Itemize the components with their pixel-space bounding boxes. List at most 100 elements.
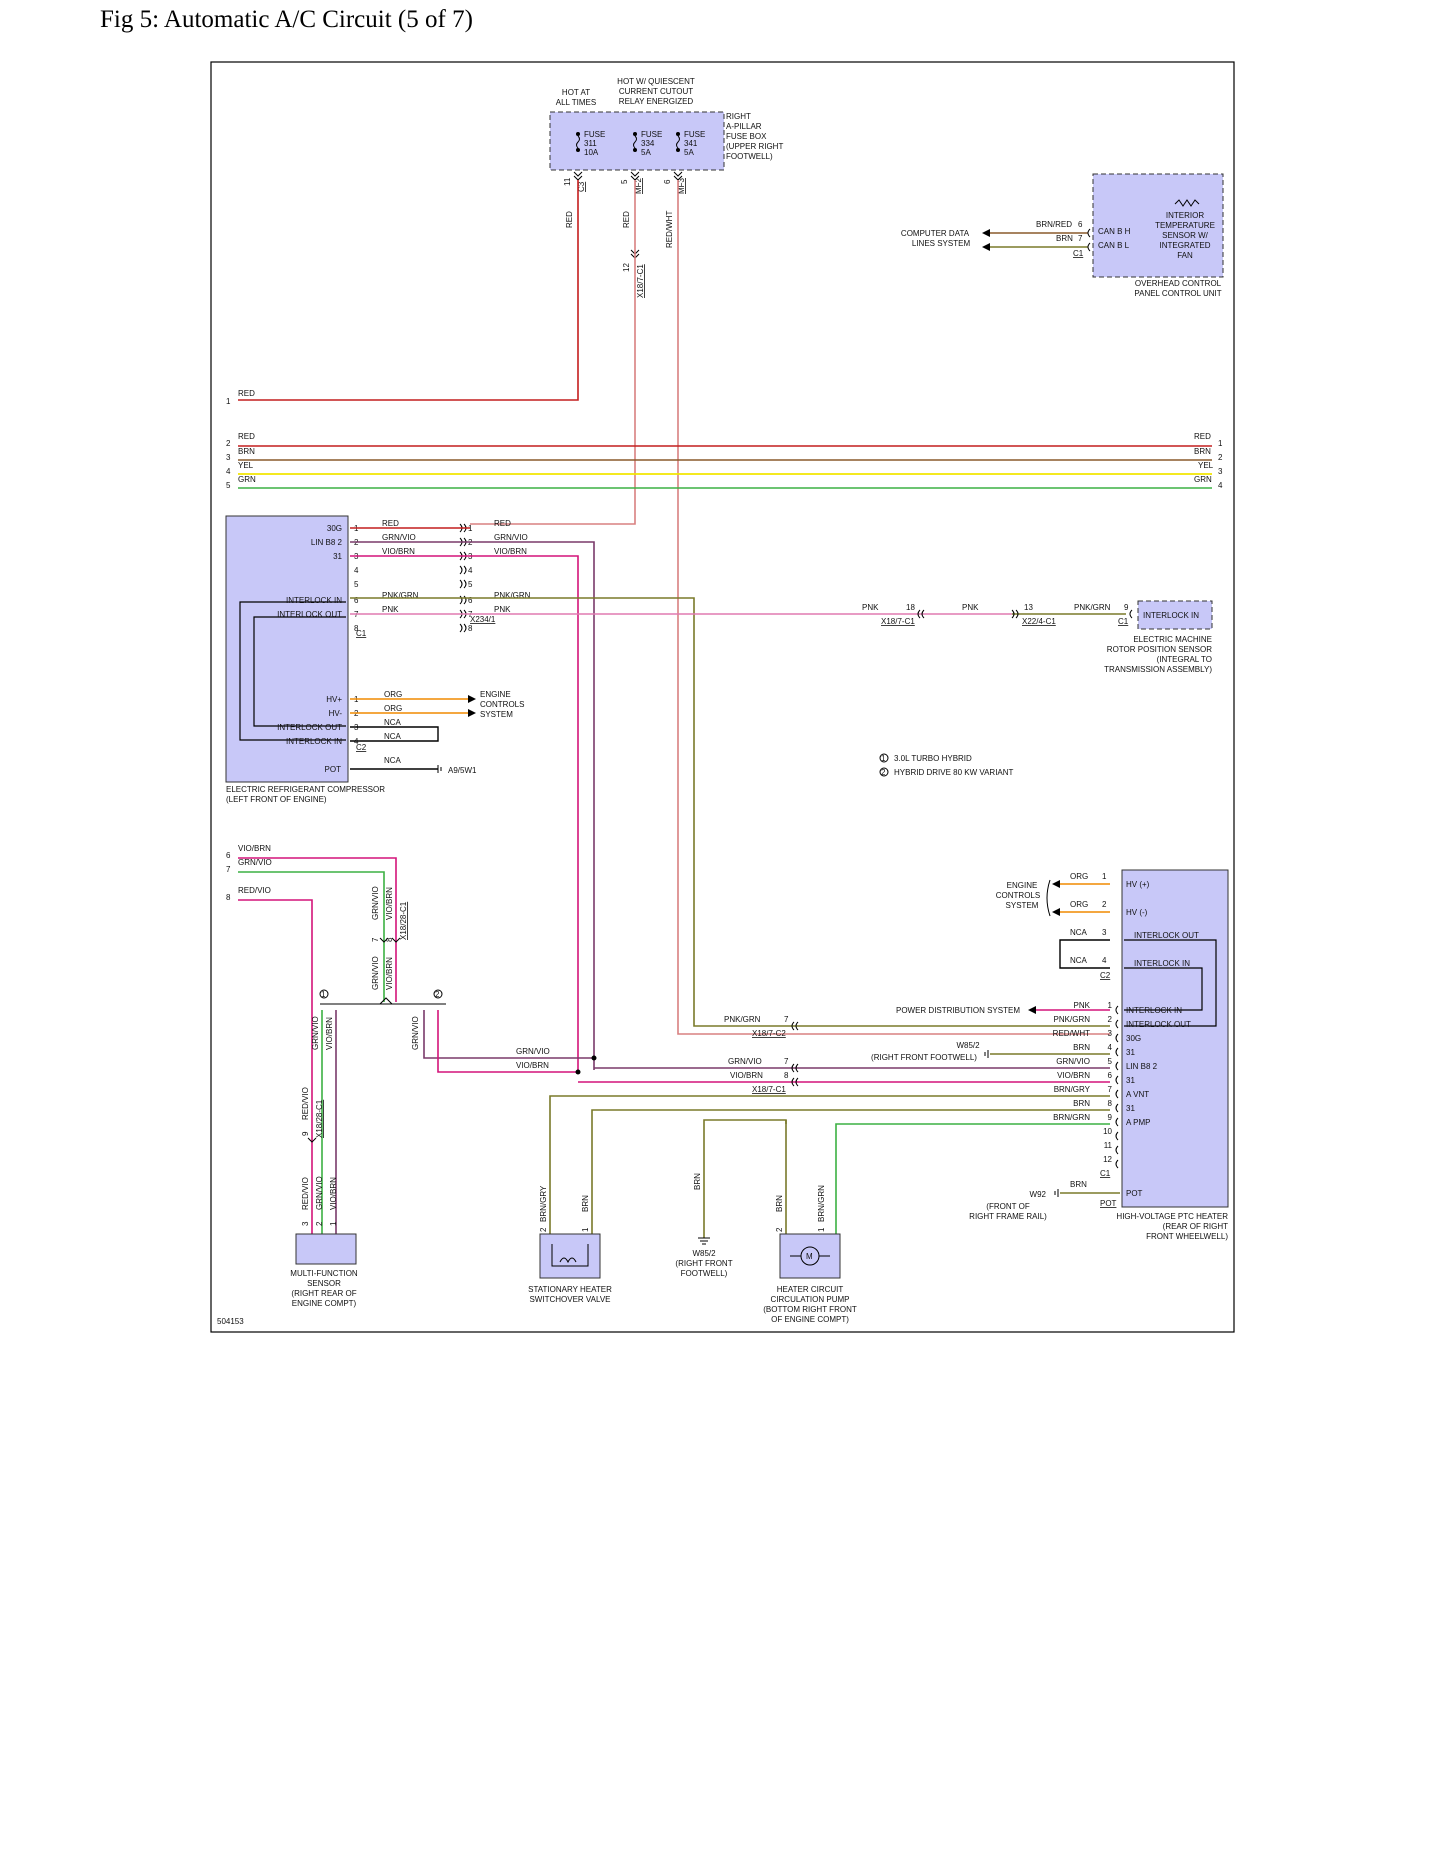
splice-conn-x18: X18/7-C1 <box>636 264 645 298</box>
ptc-hv-num-2: 2 <box>1102 900 1107 909</box>
compressor-pin2-5: 5 <box>468 580 473 589</box>
ptc-c2-name-4: INTERLOCK IN <box>1134 959 1190 968</box>
interlock-pnkgrn: PNK/GRN <box>1074 603 1111 612</box>
splice-pin-12: 12 <box>622 263 631 272</box>
fuse-conn-mf2: MF2 <box>634 177 643 194</box>
ptc-interlock-loop <box>1124 939 1217 1027</box>
compressor-body <box>225 515 349 783</box>
compressor-c2-wire-2: ORG <box>384 704 402 713</box>
ground-w85-icon <box>984 1050 989 1058</box>
wire-red-fuse311 <box>238 180 579 401</box>
variant1-viobrn: VIO/BRN <box>325 1017 334 1050</box>
fuse-334-l2: 334 <box>641 139 655 148</box>
x18-28-pin-8: 8 <box>385 937 394 942</box>
x18-28-conn: X18/28-C1 <box>399 901 408 940</box>
compressor-wire-1: RED <box>382 519 399 528</box>
wire-can-l-num: 7 <box>1078 234 1083 243</box>
ptc-c1-wire-1: PNK <box>1074 1001 1091 1010</box>
compressor-c2-wire-1: ORG <box>384 690 402 699</box>
connector-chevron <box>1115 1117 1119 1127</box>
interlock-pin-13: 13 <box>1024 603 1033 612</box>
fuse-box-body <box>549 111 725 171</box>
lower-splice-redvio: RED/VIO <box>301 1087 310 1120</box>
connector-chevron <box>459 595 467 605</box>
compressor-pin2-6: 6 <box>468 596 473 605</box>
ground-w85-loc-1: (RIGHT FRONT <box>675 1259 732 1268</box>
compressor-wire-2: GRN/VIO <box>382 533 416 542</box>
ptc-c1-wire-3: RED/WHT <box>1053 1029 1090 1038</box>
fuse-box-name-2: A-PILLAR <box>726 122 762 131</box>
ptc-engine-1: ENGINE <box>1007 881 1038 890</box>
mf-sensor-group: RED/VIO 9 X18/28-C1 RED/VIO GRN/VIO VIO/… <box>290 1087 358 1308</box>
ptc-c1-num-7: 7 <box>1108 1085 1113 1094</box>
overhead-pin-canl: CAN B L <box>1098 241 1130 250</box>
fuse-334-l1: FUSE <box>641 130 662 139</box>
ptc-c1-wire-4: BRN <box>1073 1043 1090 1052</box>
left-input-num-7: 7 <box>226 865 231 874</box>
pump-pin-1: 1 <box>817 1227 826 1232</box>
compressor-pin-num-5: 5 <box>354 580 359 589</box>
wire-redwht-fuse341 <box>677 180 1110 1035</box>
ptc-c1-wire-8: BRN <box>1073 1099 1090 1108</box>
variant-num-2: 2 <box>435 990 440 999</box>
bus-left-num-5: 5 <box>226 481 231 490</box>
pump-name-4: OF ENGINE COMPT) <box>771 1315 849 1324</box>
wire-can-h-num: 6 <box>1078 220 1083 229</box>
variant-legend: 1 3.0L TURBO HYBRID 2 HYBRID DRIVE 80 KW… <box>879 753 1014 777</box>
interlock-conn-c1: C1 <box>1118 617 1129 626</box>
variant-branch: 1 2 GRN/VIO VIO/BRN GRN/VIO <box>311 989 446 1050</box>
legend-num-1: 1 <box>881 754 886 763</box>
fuse-box-name-5: FOOTWELL) <box>726 152 773 161</box>
bus-left-num-1: 1 <box>226 397 231 406</box>
bus-left-color-3: BRN <box>238 447 255 456</box>
x18-c1b-w2: VIO/BRN <box>730 1071 763 1080</box>
ptc-c1-name-3: 30G <box>1126 1034 1141 1043</box>
overhead-name-2: PANEL CONTROL UNIT <box>1134 289 1221 298</box>
connector-chevron <box>1115 1005 1119 1015</box>
ptc-c1-name-2: INTERLOCK OUT <box>1126 1020 1191 1029</box>
computer-data-2: LINES SYSTEM <box>912 239 971 248</box>
x18-c1b-p1: 7 <box>784 1057 789 1066</box>
fuse-pin-6: 6 <box>663 179 672 184</box>
mf-pin-2: 2 <box>315 1221 324 1226</box>
fuse-wire-red-1: RED <box>565 211 574 228</box>
mf-wire-viobrn: VIO/BRN <box>329 1177 338 1210</box>
x18-28-top-viobrn: VIO/BRN <box>385 887 394 920</box>
compressor-wire2-3: VIO/BRN <box>494 547 527 556</box>
compressor-pin2-4: 4 <box>468 566 473 575</box>
ptc-w85-loc: (RIGHT FRONT FOOTWELL) <box>871 1053 977 1062</box>
hot-at-all-times-1: HOT AT <box>562 88 590 97</box>
compressor-pot-wire: NCA <box>384 756 402 765</box>
compressor-engine-3: SYSTEM <box>480 710 513 719</box>
ptc-engine-3: SYSTEM <box>1006 901 1039 910</box>
ptc-c2-wire-4: NCA <box>1070 956 1088 965</box>
fuse-334-l3: 5A <box>641 148 651 157</box>
compressor-c2-name-4: INTERLOCK IN <box>286 737 342 746</box>
ptc-c1-name-1: INTERLOCK IN <box>1126 1006 1182 1015</box>
x18-28-splice: GRN/VIO VIO/BRN X18/28-C1 7 8 GRN/VIO VI… <box>371 886 408 990</box>
x18-c2-pin: 7 <box>784 1015 789 1024</box>
compressor-pin-num-6: 6 <box>354 596 359 605</box>
ptc-nca-loop <box>1059 939 1110 969</box>
ground-w92-icon <box>1054 1189 1059 1197</box>
bus-left-num-2: 2 <box>226 439 231 448</box>
bus-lines: 1 RED 2 RED 3 BRN 4 YEL 5 GRN 1 RED 2 BR… <box>226 389 1223 490</box>
compressor-pot: POT <box>325 765 342 774</box>
ptc-hv-num-1: 1 <box>1102 872 1107 881</box>
connector-chevron <box>1115 1131 1119 1141</box>
switchover-valve: BRN/GRY BRN 2 1 STATIONARY HEATER SWITCH… <box>528 1185 612 1304</box>
x18-28-pin-7: 7 <box>371 937 380 942</box>
fuse-341-l1: FUSE <box>684 130 705 139</box>
ptc-c1-num-11: 11 <box>1104 1141 1113 1150</box>
compressor-pin-name-1: 30G <box>327 524 342 533</box>
x18-c1b-w1: GRN/VIO <box>728 1057 762 1066</box>
variant-num-1: 1 <box>321 990 326 999</box>
overhead-label-4: INTEGRATED <box>1160 241 1211 250</box>
wire-redvio-left <box>238 899 313 1234</box>
overhead-label-5: FAN <box>1177 251 1193 260</box>
mf-sensor-name-4: ENGINE COMPT) <box>292 1299 357 1308</box>
interlock-pnk-2: PNK <box>962 603 979 612</box>
fuse-341-l3: 5A <box>684 148 694 157</box>
left-input-num-8: 8 <box>226 893 231 902</box>
